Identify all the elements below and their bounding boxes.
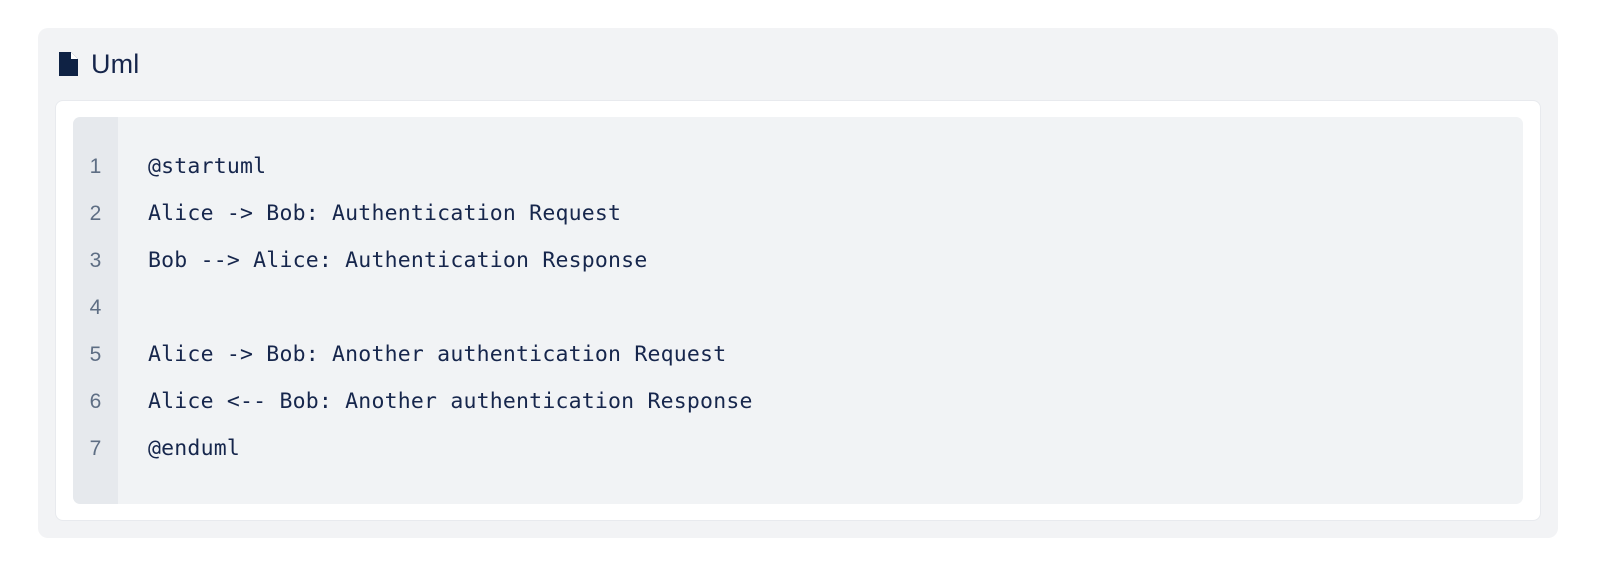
code-line: 1 @startuml (73, 143, 1523, 190)
code-line: 3 Bob --> Alice: Authentication Response (73, 237, 1523, 284)
code-line: 6 Alice <-- Bob: Another authentication R… (73, 378, 1523, 425)
code-line: 2 Alice -> Bob: Authentication Request (73, 190, 1523, 237)
code-line: 5 Alice -> Bob: Another authentication Re… (73, 331, 1523, 378)
line-number: 2 (89, 202, 102, 225)
page-title: Uml (91, 48, 140, 79)
line-number: 1 (89, 155, 102, 178)
code-panel: 1 @startuml 2 Alice -> Bob: Authentication … (55, 100, 1541, 521)
code-line: 7 @enduml (73, 425, 1523, 472)
line-number: 4 (89, 296, 102, 319)
code-text: Alice -> Bob: Authentication Request (148, 200, 622, 226)
code-text: Alice <-- Bob: Another authentication Re… (148, 388, 753, 414)
card-header: Uml (38, 28, 139, 100)
line-number-gutter (73, 117, 118, 504)
code-text: Bob --> Alice: Authentication Response (148, 247, 648, 273)
code-block[interactable]: 1 @startuml 2 Alice -> Bob: Authentication … (73, 117, 1523, 504)
line-number: 3 (89, 249, 102, 272)
line-number: 6 (89, 390, 102, 413)
code-text: @enduml (148, 435, 241, 461)
line-number: 7 (89, 437, 102, 460)
document-icon (59, 52, 78, 76)
code-line: 4 (73, 284, 1523, 331)
uml-card: Uml 1 @startuml 2 Alice -> Bob: Authenticat… (38, 28, 1558, 538)
code-text: Alice -> Bob: Another authentication Req… (148, 341, 727, 367)
code-text: @startuml (148, 153, 267, 179)
code-lines: 1 @startuml 2 Alice -> Bob: Authentication … (73, 117, 1523, 472)
line-number: 5 (89, 343, 102, 366)
